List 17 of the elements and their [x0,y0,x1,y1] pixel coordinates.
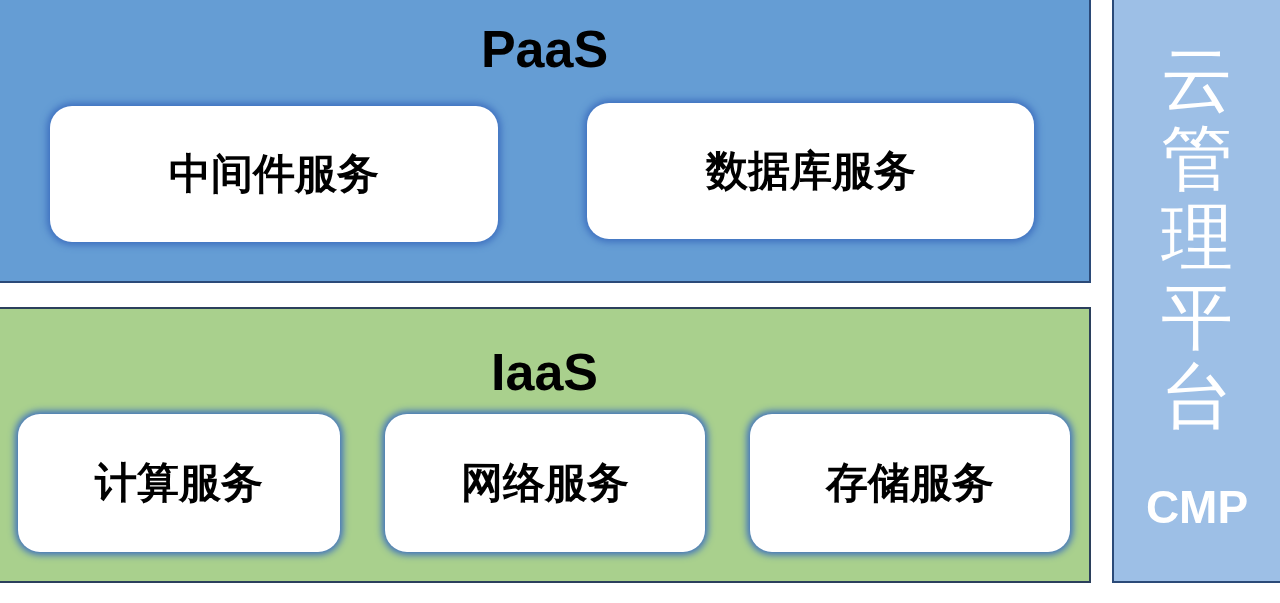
service-label: 计算服务 [95,458,263,508]
side-panel [1112,0,1280,583]
service-label: 存储服务 [826,458,994,508]
service-label: 网络服务 [461,458,629,508]
service-box [50,106,498,242]
vertical-label: 云管理平台 [1161,40,1233,436]
service-box [385,414,705,552]
panel-label: CMP [1145,480,1249,535]
service-box [750,414,1070,552]
service-label: 数据库服务 [705,146,916,196]
layer-panel [0,307,1091,583]
layer-title: PaaS [480,19,609,80]
service-label: 中间件服务 [169,149,379,199]
layer-title: IaaS [491,342,598,403]
service-box [587,103,1034,239]
service-box [18,414,340,552]
layer-panel [0,0,1091,283]
